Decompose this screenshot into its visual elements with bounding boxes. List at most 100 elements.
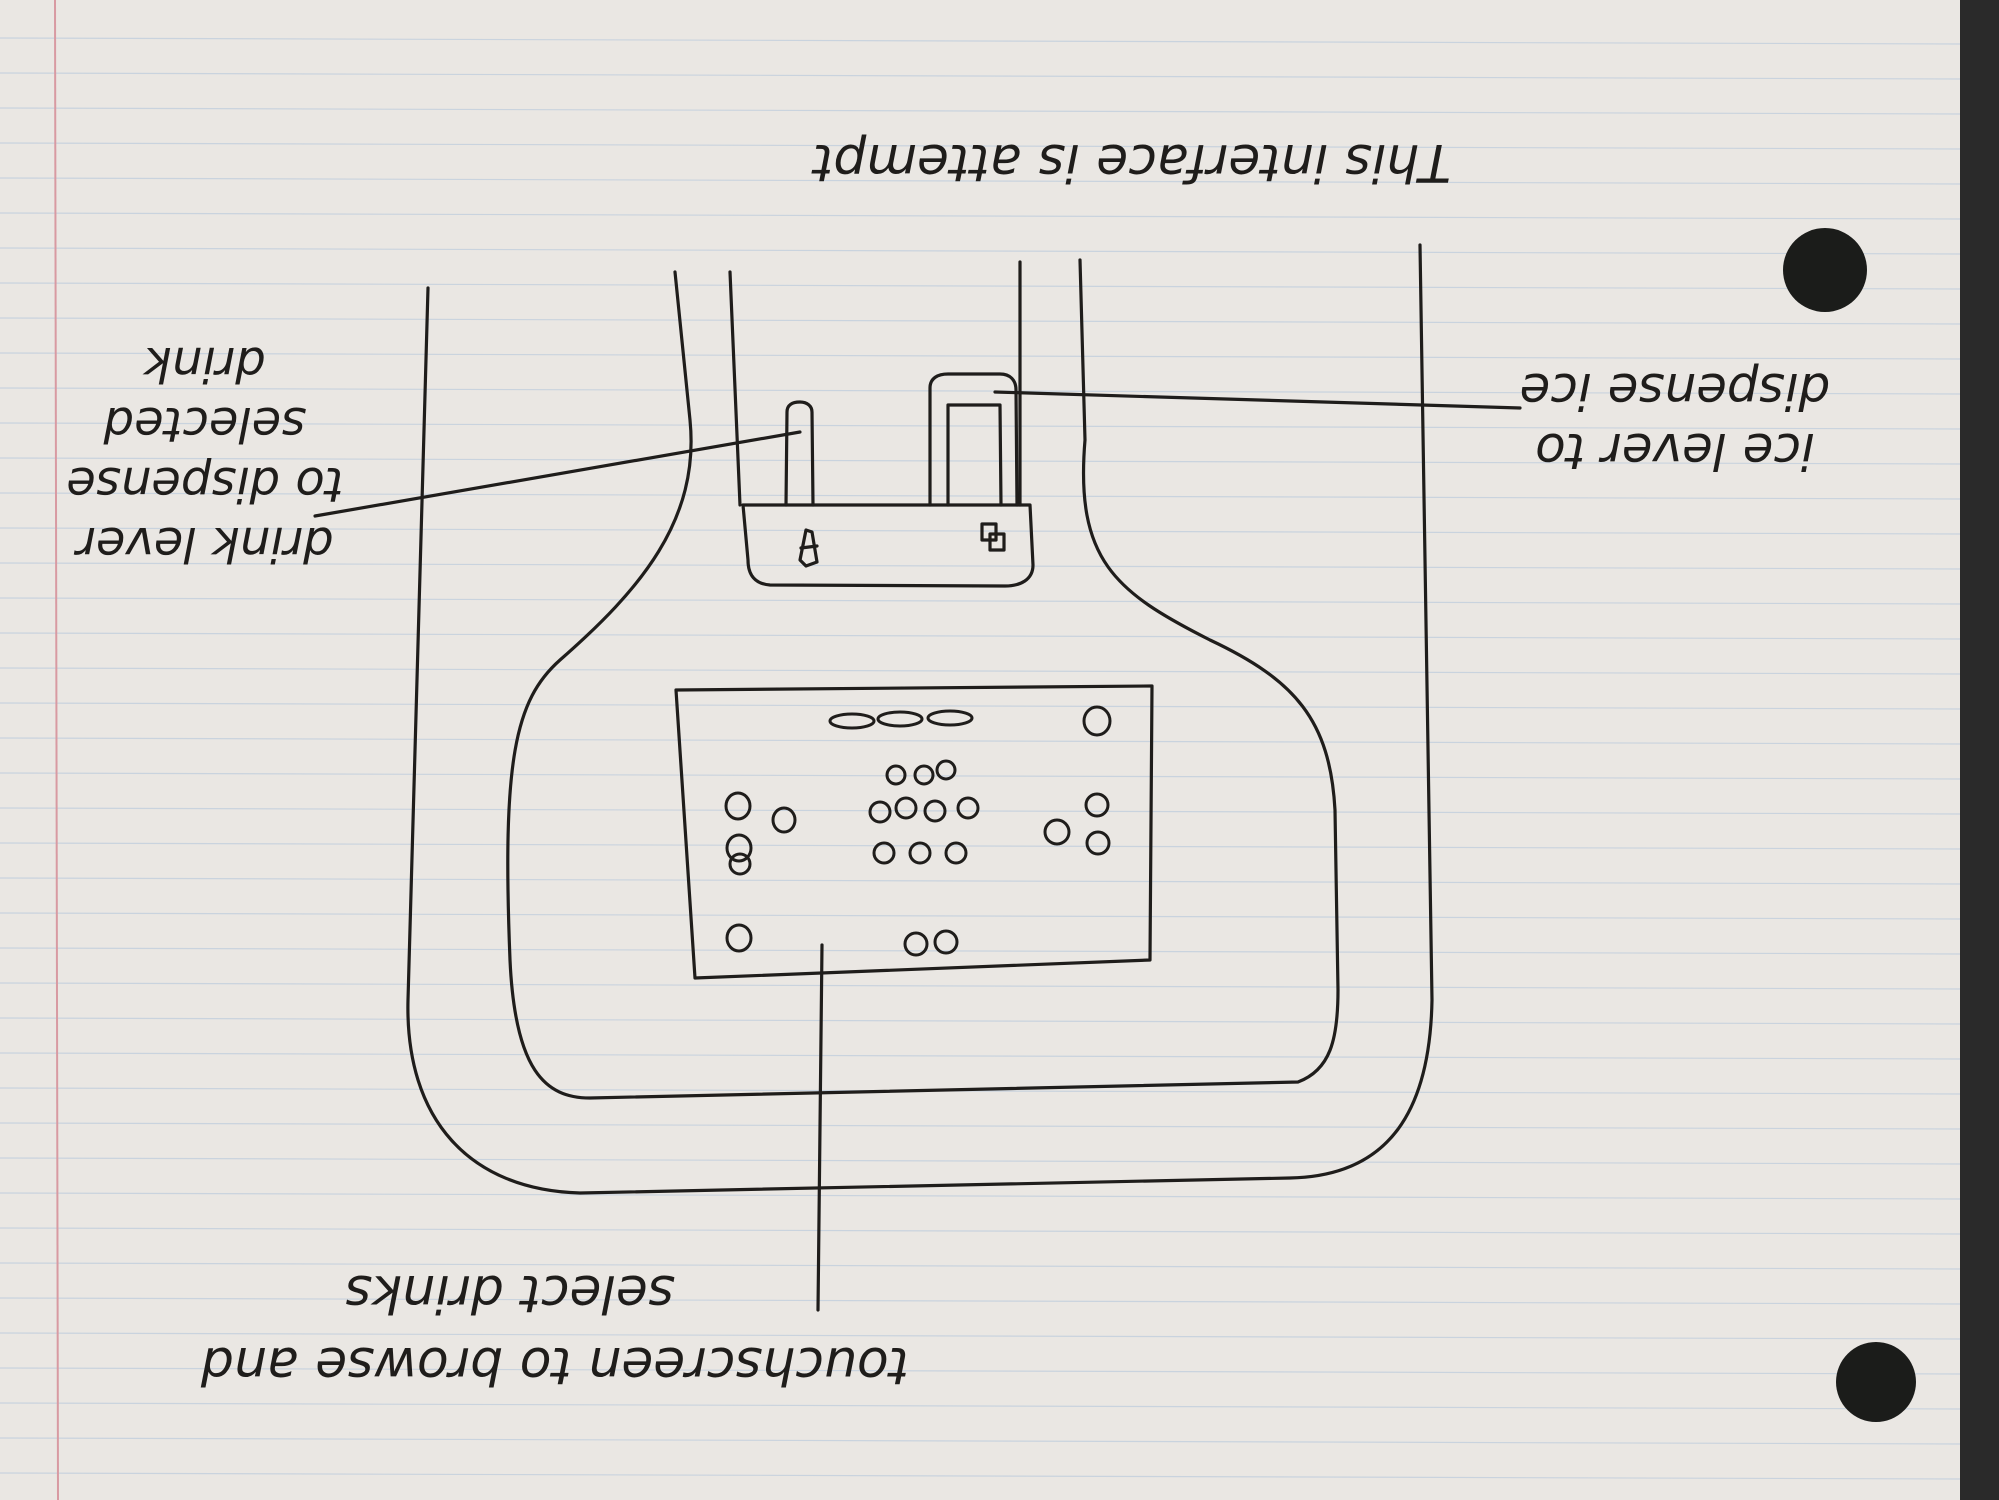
ice-lever-line-1: ice lever to: [1535, 422, 1815, 480]
dispenser-drawing: [313, 243, 1522, 1312]
screen-button: [771, 806, 797, 834]
screen-button: [885, 764, 907, 786]
screen-menu-pill: [926, 709, 974, 727]
label-heading: This interface is attempt: [811, 132, 1451, 192]
margin-line: [54, 0, 59, 1500]
drink-lever-line-2: to dispense: [66, 456, 343, 512]
rule-line: [0, 247, 1960, 255]
rule-line: [0, 352, 1960, 360]
rule-line: [0, 737, 1960, 745]
rule-line: [0, 317, 1960, 325]
screen-button: [956, 796, 980, 820]
drink-lever-line-1: drink lever: [73, 516, 334, 572]
screen-button: [908, 841, 932, 865]
rule-line: [0, 1192, 1960, 1200]
rule-line: [0, 1087, 1960, 1095]
rule-line: [0, 142, 1960, 150]
rule-line: [0, 982, 1960, 990]
touchscreen-buttons: [724, 705, 1112, 957]
screen-button: [923, 799, 947, 823]
screen-menu-pill: [828, 712, 876, 730]
rule-line: [0, 72, 1960, 80]
drink-icon: [798, 528, 819, 568]
outer-housing: [406, 243, 1434, 1195]
label-drink-lever: drink lever to dispense selected drink: [66, 336, 343, 572]
rule-line: [0, 1122, 1960, 1130]
leader-line-ice-lever: [993, 390, 1522, 410]
rule-line: [0, 37, 1960, 45]
screen-button: [894, 796, 918, 820]
rule-line: [0, 807, 1960, 815]
touchscreen-line-1: touchscreen to browse and: [200, 1335, 909, 1395]
screen-button: [944, 841, 968, 865]
touchscreen-line-2: select drinks: [345, 1263, 675, 1323]
screen-button: [872, 841, 896, 865]
screen-button: [933, 929, 959, 955]
screen-button: [1043, 818, 1071, 846]
rule-line: [0, 527, 1960, 535]
leader-line-touchscreen: [816, 943, 824, 1312]
label-ice-lever: ice lever to dispense ice: [1520, 362, 1831, 480]
rule-line: [0, 667, 1960, 675]
rule-line: [0, 177, 1960, 185]
rule-line: [0, 842, 1960, 850]
rule-line: [0, 702, 1960, 710]
rule-line: [0, 492, 1960, 500]
rule-line: [0, 1227, 1960, 1235]
touchscreen-panel: [674, 684, 1154, 980]
lever-housing: [741, 503, 1035, 588]
rule-line: [0, 457, 1960, 465]
rule-line: [0, 1157, 1960, 1165]
rule-line: [0, 1262, 1960, 1270]
screen-button: [935, 759, 957, 781]
screen-button: [903, 931, 929, 957]
screen-button: [728, 852, 752, 876]
rule-line: [0, 107, 1960, 115]
screen-button: [1082, 705, 1112, 737]
drink-lever: [784, 400, 815, 507]
rule-line: [0, 1472, 1960, 1480]
rule-line: [0, 1297, 1960, 1305]
rule-line: [0, 282, 1960, 290]
screen-button: [1084, 792, 1110, 818]
label-touchscreen: touchscreen to browse and select drinks: [200, 1263, 909, 1395]
leader-line-drink-lever: [313, 430, 802, 518]
ice-icon: [980, 522, 1006, 552]
rule-line: [0, 387, 1960, 395]
rule-line: [0, 947, 1960, 955]
screen-button: [868, 800, 892, 824]
rule-line: [0, 1437, 1960, 1445]
ice-lever-line-2: dispense ice: [1520, 362, 1831, 420]
heading-text: This interface is attempt: [811, 132, 1451, 192]
nozzle-column: [728, 260, 1022, 507]
rule-line: [0, 422, 1960, 430]
screen-button: [724, 791, 752, 821]
screen-menu-pill: [876, 710, 924, 728]
rule-line: [0, 597, 1960, 605]
binder-hole-bottom: [1836, 1342, 1916, 1422]
rule-line: [0, 772, 1960, 780]
rule-line: [0, 562, 1960, 570]
rule-line: [0, 1367, 1960, 1375]
drink-lever-line-3: selected: [103, 396, 306, 452]
ruled-lines: [0, 37, 1960, 1480]
screen-button: [913, 764, 935, 786]
ice-lever: [928, 372, 1019, 507]
rule-line: [0, 212, 1960, 220]
binder-hole-top: [1783, 228, 1867, 312]
inner-panel: [506, 258, 1340, 1100]
screen-button: [1085, 830, 1111, 856]
drink-lever-line-4: drink: [142, 336, 266, 392]
rule-line: [0, 1052, 1960, 1060]
screen-button: [725, 923, 753, 953]
rule-line: [0, 1402, 1960, 1410]
rule-line: [0, 1017, 1960, 1025]
rule-line: [0, 912, 1960, 920]
screen-button: [725, 833, 753, 863]
rule-line: [0, 877, 1960, 885]
rule-line: [0, 1332, 1960, 1340]
rule-line: [0, 632, 1960, 640]
